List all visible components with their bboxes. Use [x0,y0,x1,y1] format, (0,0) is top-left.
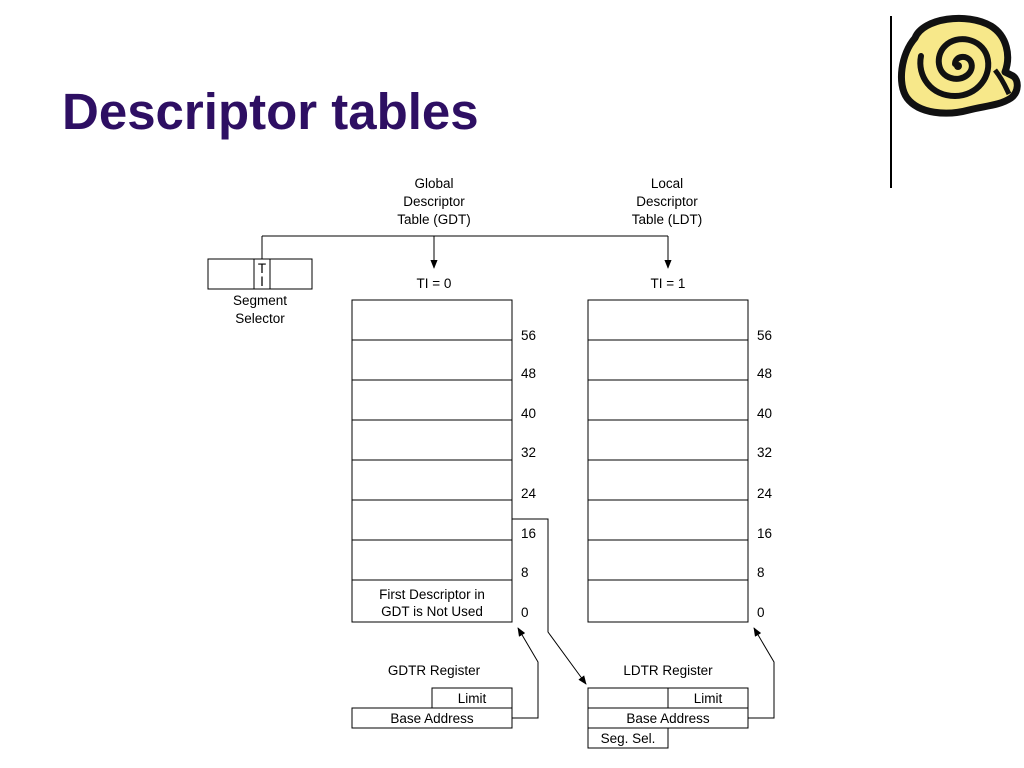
gdt-offset-label: 40 [521,406,536,421]
ldt-heading-line: Descriptor [636,194,698,209]
gdt-heading-line: Table (GDT) [397,212,471,227]
ldt-descriptor-arrow [512,518,587,685]
gdt-first-entry-note: GDT is Not Used [381,604,483,619]
gdt-heading: Global Descriptor Table (GDT) [397,176,471,227]
segment-selector: T I Segment Selector [207,258,313,326]
ldtr-limit-label: Limit [694,691,723,706]
ldtr-segsel-label: Seg. Sel. [601,731,656,746]
gdt-offset-label: 32 [521,445,536,460]
selector-ti-letter: T [258,261,266,276]
ldtr-base-label: Base Address [626,711,710,726]
ldt-table: 56 48 40 32 24 16 8 0 [587,299,773,623]
gdt-ti-label: TI = 0 [417,276,452,291]
gdt-heading-line: Descriptor [403,194,465,209]
ldt-offset-label: 8 [757,565,765,580]
ldt-offset-label: 48 [757,366,772,381]
ldt-ti-label: TI = 1 [651,276,686,291]
ldtr-title: LDTR Register [623,663,713,678]
gdt-offset-label: 24 [521,486,537,501]
gdt-offset-label: 8 [521,565,529,580]
gdt-offset-label: 16 [521,526,536,541]
ldt-offset-label: 32 [757,445,772,460]
ldt-offset-label: 24 [757,486,773,501]
ldt-heading-line: Table (LDT) [632,212,703,227]
ldt-offset-label: 56 [757,328,772,343]
ldtr-segsel-field [587,727,669,749]
selector-box [207,258,313,290]
ldtr-register: LDTR Register Limit Base Address Seg. Se… [587,663,749,749]
gdt-offset-label: 0 [521,605,529,620]
ldt-heading: Local Descriptor Table (LDT) [632,176,703,227]
gdt-table-frame [351,299,513,623]
gdt-offset-label: 48 [521,366,536,381]
ldtr-base-arrow [748,627,775,719]
gdt-heading-line: Global [414,176,453,191]
ldt-offset-label: 16 [757,526,772,541]
gdtr-limit-label: Limit [458,691,487,706]
gdt-first-entry-note: First Descriptor in [379,587,485,602]
ldt-table-frame [587,299,749,623]
gdtr-base-arrow [512,627,539,719]
slide-title: Descriptor tables [62,83,479,140]
title-divider [890,16,892,188]
gdt-offset-label: 56 [521,328,536,343]
selector-caption: Segment [233,293,287,308]
selector-ti-letter: I [260,274,264,289]
gdtr-title: GDTR Register [388,663,481,678]
ldt-heading-line: Local [651,176,683,191]
gdt-table: First Descriptor in GDT is Not Used 56 4… [351,299,537,623]
ldt-offset-label: 40 [757,406,772,421]
ldt-offset-label: 0 [757,605,765,620]
gdtr-base-label: Base Address [390,711,474,726]
selector-caption: Selector [235,311,285,326]
nautilus-shell-icon [898,14,1021,117]
gdtr-register: GDTR Register Limit Base Address [351,663,513,729]
